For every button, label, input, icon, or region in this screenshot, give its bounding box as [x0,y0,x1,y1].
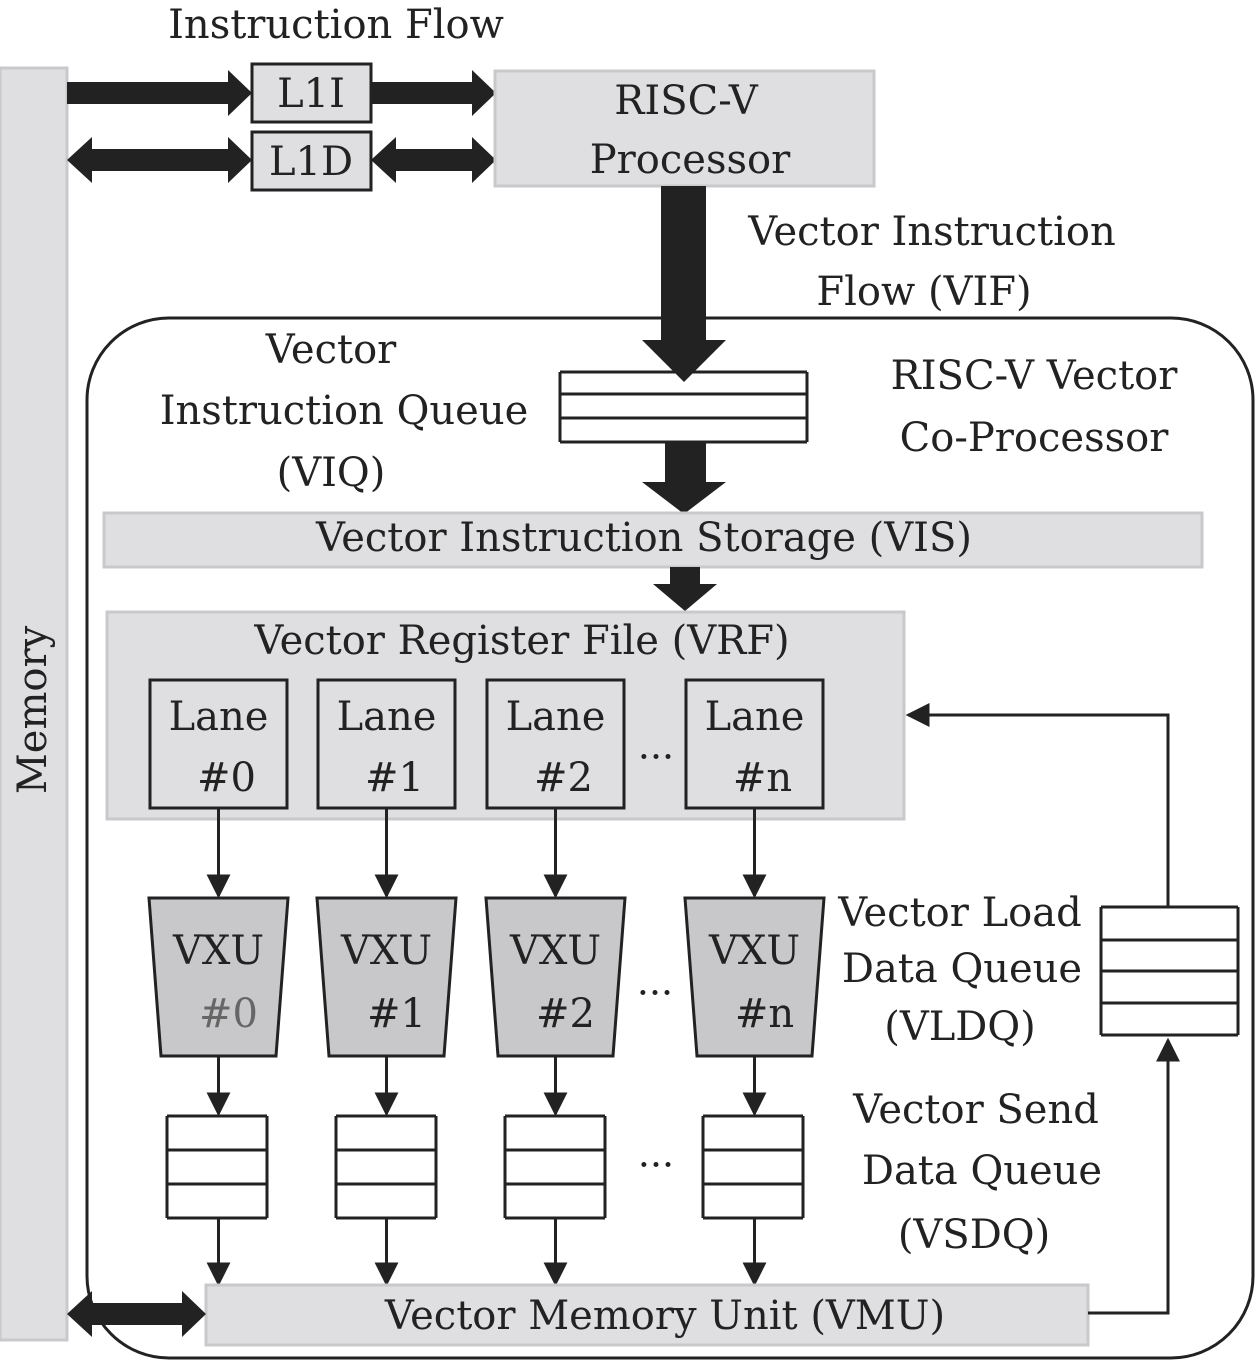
lane-id: #2 [534,755,593,801]
coprocessor-border [85,316,1255,1360]
l1d-label: L1D [269,139,353,185]
risc-v-processor: RISC-V Processor [493,69,876,188]
memory-block: Memory [0,66,69,1342]
vxu-id: #n [735,991,794,1037]
vldq-label-line1: Vector Load [837,890,1081,936]
vis-to-vrf-arrow [653,567,717,611]
l1i-to-processor-arrow [371,70,496,116]
lanes-ellipsis: ··· [638,735,674,779]
lane-id: #n [733,755,792,801]
vxu-3: VXU #n [683,896,826,1058]
vrf-label: Vector Register File (VRF) [253,618,789,664]
vxu-group: VXU #0 VXU #1 VXU #2 VXU #n [147,896,826,1058]
coprocessor-label-line2: Co-Processor [900,415,1170,461]
lane-title: Lane [705,694,805,740]
vldq-to-vrf-arrow [905,703,1170,907]
l1i-label: L1I [277,71,345,117]
vmu-label: Vector Memory Unit (VMU) [384,1293,945,1339]
viq-queue [558,370,809,444]
vxu-title: VXU [708,928,800,974]
lane-0: Lane #0 [148,678,289,810]
vxu-id: #0 [199,991,258,1037]
viq-label-line3: (VIQ) [277,450,386,496]
send-queue-1 [334,1114,438,1220]
vldq-label-line2: Data Queue [842,946,1082,992]
vif-label-line2: Flow (VIF) [816,269,1031,315]
vsdq-label-line1: Vector Send [852,1087,1099,1133]
connections-group [206,808,767,1287]
lane-title: Lane [169,694,269,740]
lane-id: #0 [197,755,256,801]
lane-id: #1 [365,755,424,801]
viq-to-vis-arrow [642,442,726,514]
coprocessor-label-line1: RISC-V Vector [891,353,1179,399]
vxu-2: VXU #2 [484,896,627,1058]
vxu-id: #2 [536,991,595,1037]
vxu-title: VXU [340,928,432,974]
send-queue-ellipsis: ··· [638,1143,674,1187]
vxu-ellipsis: ··· [637,971,673,1015]
vsdq-label-line2: Data Queue [862,1148,1102,1194]
send-queues-group [165,1114,805,1220]
processor-label-line2: Processor [590,137,791,183]
memory-to-l1i-arrow [67,70,252,116]
lane-1: Lane #1 [316,678,457,810]
l1d-cache: L1D [250,130,373,192]
vmu-to-vldq-arrow [1088,1037,1180,1315]
viq-label-line2: Instruction Queue [160,388,529,434]
memory-label: Memory [10,625,56,794]
vldq-label-line3: (VLDQ) [884,1004,1036,1050]
lane-2: Lane #2 [485,678,626,810]
send-queue-0 [165,1114,269,1220]
vxu-id: #1 [367,991,426,1037]
viq-label-line1: Vector [265,327,397,373]
vxu-title: VXU [172,928,264,974]
vldq-queue [1099,905,1240,1037]
vif-arrow [642,186,726,382]
lane-3: Lane #n [684,678,825,810]
lane-title: Lane [506,694,606,740]
memory-vmu-arrow [67,1291,206,1337]
l1d-processor-arrow [371,137,496,183]
vmu-block: Vector Memory Unit (VMU) [204,1283,1090,1347]
vis-label: Vector Instruction Storage (VIS) [315,515,972,561]
vxu-title: VXU [509,928,601,974]
vis-block: Vector Instruction Storage (VIS) [102,511,1204,569]
send-queue-2 [503,1114,607,1220]
lane-title: Lane [337,694,437,740]
send-queue-3 [701,1114,805,1220]
vxu-1: VXU #1 [315,896,458,1058]
vif-label-line1: Vector Instruction [747,209,1115,255]
memory-l1d-arrow [67,137,252,183]
instruction-flow-label: Instruction Flow [168,2,504,48]
vsdq-label-line3: (VSDQ) [898,1212,1050,1258]
processor-label-line1: RISC-V [614,78,759,124]
vxu-0: VXU #0 [147,896,290,1058]
l1i-cache: L1I [250,62,373,124]
lanes-group: Lane #0 Lane #1 Lane #2 Lane #n [148,678,825,810]
